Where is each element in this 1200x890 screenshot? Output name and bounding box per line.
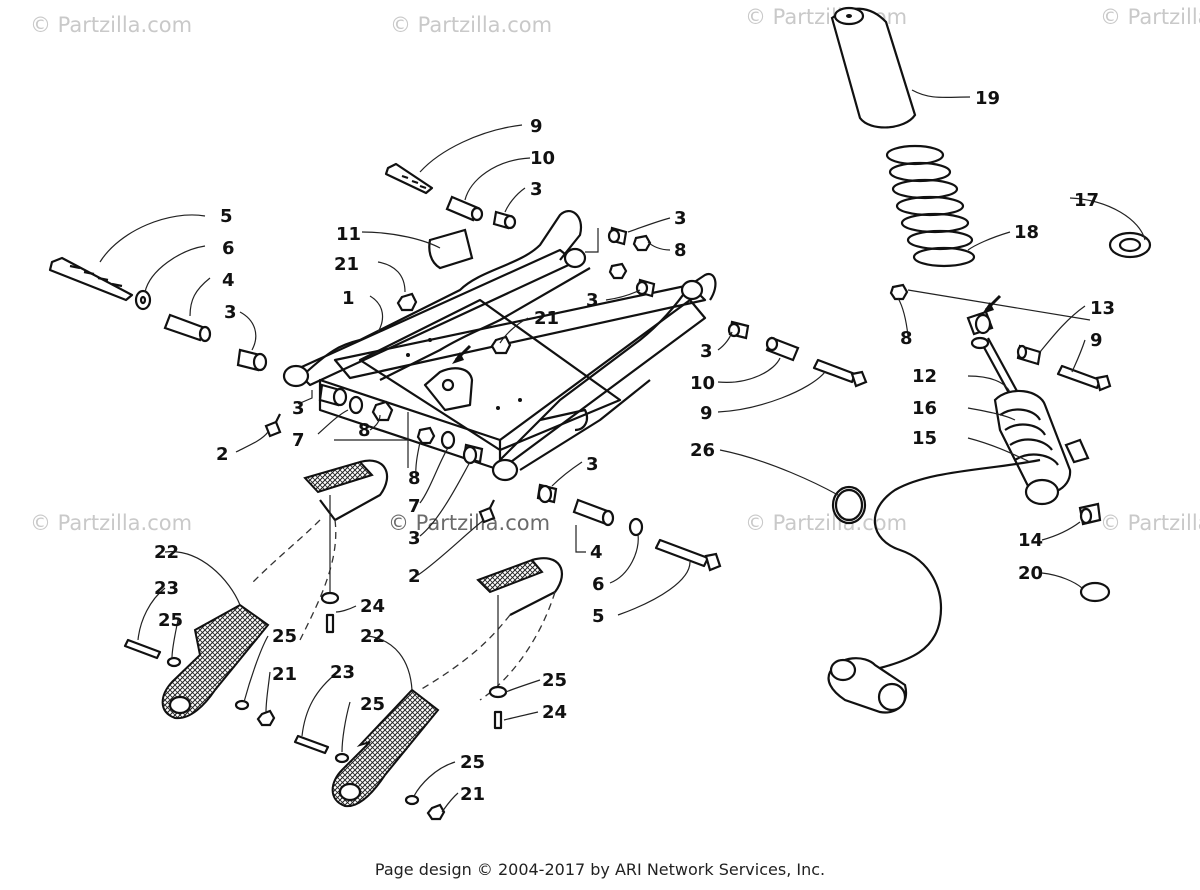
callout-19: 19 bbox=[975, 88, 1000, 109]
callout-25: 25 bbox=[272, 626, 297, 647]
stopper-part-11 bbox=[428, 228, 474, 270]
callout-8: 8 bbox=[408, 468, 421, 489]
callout-6: 6 bbox=[222, 238, 235, 259]
watermark-top-center: © Partzilla.com bbox=[390, 13, 552, 37]
lower-front-pivot-hardware bbox=[416, 426, 722, 572]
callout-12: 12 bbox=[912, 366, 937, 387]
callout-8: 8 bbox=[674, 240, 687, 261]
swing-arm-frame bbox=[282, 210, 717, 482]
callout-labels: 5 6 4 3 1 21 11 9 10 3 3 8 3 21 3 10 9 2… bbox=[154, 88, 1115, 805]
callout-25: 25 bbox=[542, 670, 567, 691]
callout-3: 3 bbox=[224, 302, 237, 323]
callout-16: 16 bbox=[912, 398, 937, 419]
callout-1: 1 bbox=[342, 288, 355, 309]
watermarks: © Partzilla.com © Partzilla.com © Partzi… bbox=[30, 5, 1200, 535]
copyright-footer: Page design © 2004-2017 by ARI Network S… bbox=[374, 860, 826, 879]
callout-4: 4 bbox=[590, 542, 603, 563]
callout-8: 8 bbox=[358, 420, 371, 441]
watermark-top-far-right: © Partzilla.com bbox=[1100, 5, 1200, 29]
callout-24: 24 bbox=[360, 596, 385, 617]
callout-10: 10 bbox=[530, 148, 555, 169]
watermark-top-left: © Partzilla.com bbox=[30, 13, 192, 37]
callout-25: 25 bbox=[360, 694, 385, 715]
callout-22: 22 bbox=[154, 542, 179, 563]
callout-23: 23 bbox=[154, 578, 179, 599]
callout-7: 7 bbox=[408, 496, 421, 517]
callout-7: 7 bbox=[292, 430, 305, 451]
callout-9: 9 bbox=[530, 116, 543, 137]
callout-3: 3 bbox=[408, 528, 421, 549]
callout-25: 25 bbox=[460, 752, 485, 773]
callout-21: 21 bbox=[334, 254, 359, 275]
callout-3: 3 bbox=[674, 208, 687, 229]
callout-5: 5 bbox=[592, 606, 605, 627]
spring-coil bbox=[885, 144, 976, 268]
rear-pivot-hardware bbox=[384, 162, 656, 298]
callout-14: 14 bbox=[1018, 530, 1043, 551]
direction-arrows bbox=[452, 294, 1002, 364]
callout-17: 17 bbox=[1074, 190, 1099, 211]
callout-13: 13 bbox=[1090, 298, 1115, 319]
callout-21: 21 bbox=[460, 784, 485, 805]
watermark-mid-left: © Partzilla.com bbox=[30, 511, 192, 535]
callout-9: 9 bbox=[700, 403, 713, 424]
callout-2: 2 bbox=[408, 566, 421, 587]
callout-5: 5 bbox=[220, 206, 233, 227]
callout-15: 15 bbox=[912, 428, 937, 449]
leader-lines bbox=[99, 89, 1146, 813]
slide-assemblies bbox=[123, 292, 564, 821]
callout-3: 3 bbox=[586, 290, 599, 311]
callout-2: 2 bbox=[216, 444, 229, 465]
watermark-mid-far-right: © Partzilla.com bbox=[1100, 511, 1200, 535]
callout-3: 3 bbox=[292, 398, 305, 419]
watermark-mid-center: © Partzilla.com bbox=[388, 511, 550, 535]
callout-9: 9 bbox=[1090, 330, 1103, 351]
callout-20: 20 bbox=[1018, 563, 1043, 584]
callout-4: 4 bbox=[222, 270, 235, 291]
left-pivot-hardware bbox=[48, 256, 394, 438]
callout-24: 24 bbox=[542, 702, 567, 723]
callout-22: 22 bbox=[360, 626, 385, 647]
front-pivot-hardware bbox=[727, 320, 868, 388]
callout-6: 6 bbox=[592, 574, 605, 595]
callout-21: 21 bbox=[272, 664, 297, 685]
callout-3: 3 bbox=[530, 179, 543, 200]
callout-18: 18 bbox=[1014, 222, 1039, 243]
callout-23: 23 bbox=[330, 662, 355, 683]
shock-absorber-assembly bbox=[827, 6, 1152, 714]
callout-26: 26 bbox=[690, 440, 715, 461]
callout-10: 10 bbox=[690, 373, 715, 394]
callout-25: 25 bbox=[158, 610, 183, 631]
callout-8: 8 bbox=[900, 328, 913, 349]
callout-3: 3 bbox=[586, 454, 599, 475]
callout-11: 11 bbox=[336, 224, 361, 245]
watermark-mid-right: © Partzilla.com bbox=[745, 511, 907, 535]
callout-21: 21 bbox=[534, 308, 559, 329]
callout-3: 3 bbox=[700, 341, 713, 362]
